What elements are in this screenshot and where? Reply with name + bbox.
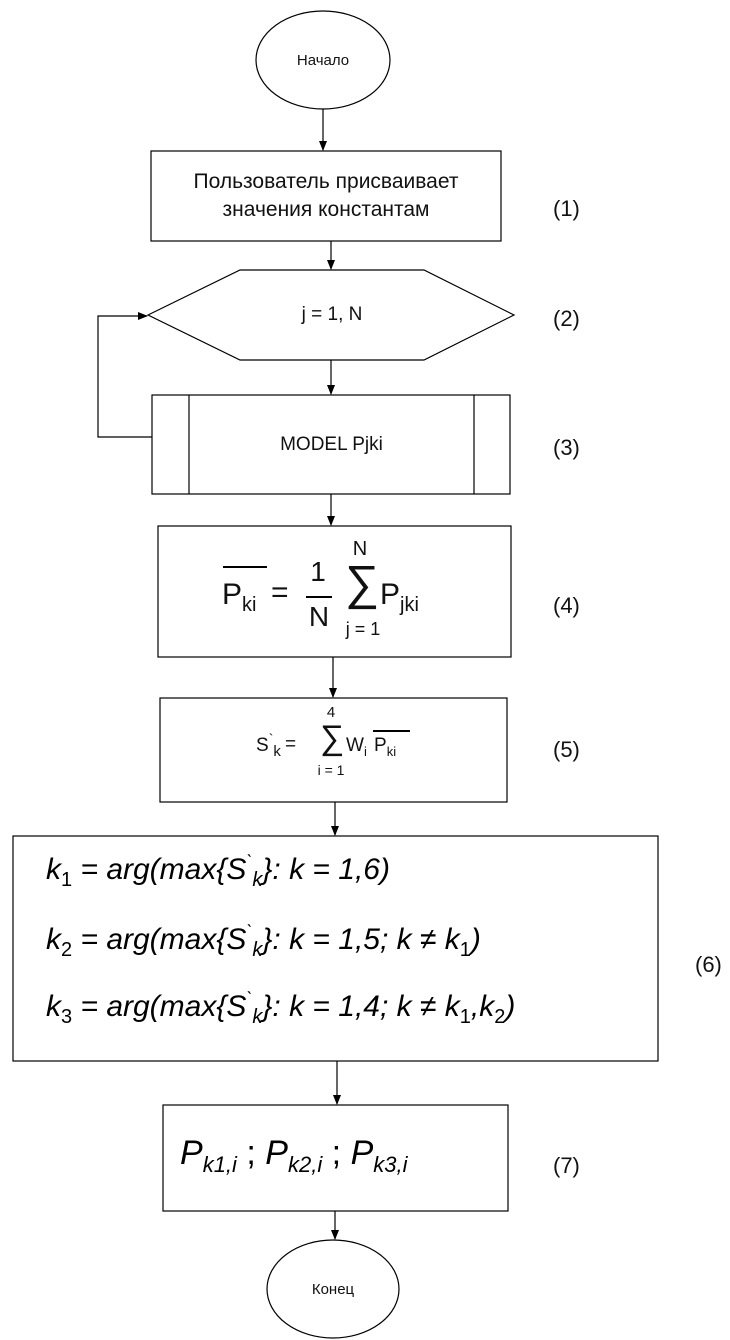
step3-subprocess-box — [151, 394, 511, 495]
step4-numerator: 1 — [310, 556, 326, 587]
step6-line3: k3 = arg(max{S`k}: k = 1,4; k ≠ k1,k2) — [46, 989, 516, 1028]
step5-k: k — [273, 742, 281, 760]
step6-process-box — [12, 835, 659, 1062]
step4-process-box — [157, 525, 512, 658]
step5-p: P — [374, 735, 387, 756]
step4-jki: jki — [400, 594, 419, 616]
step4-fraction-bar — [306, 596, 332, 598]
step4-sum-top: N — [352, 538, 368, 560]
step5-prime: ` — [268, 730, 274, 747]
step4-sum-bottom: j = 1 — [345, 619, 381, 639]
start-label: Начало — [296, 51, 350, 69]
step5-process-box — [159, 697, 508, 803]
step1-line1: Пользователь присваивает — [193, 170, 459, 193]
step6-line1: k1 = arg(max{S`k}: k = 1,6) — [46, 852, 390, 891]
end-terminator — [266, 1239, 400, 1339]
step5-i: i — [363, 743, 367, 759]
step5-formula: S`k = 4 ∑ i = 1 Wi Pki — [160, 698, 507, 802]
step7-number: (7) — [553, 1153, 580, 1178]
step5-sum-top: 4 — [326, 704, 336, 721]
step1-line2: значения константам — [222, 198, 430, 221]
step5-ki: ki — [386, 743, 397, 759]
step6-number: (6) — [695, 952, 722, 977]
connector-loop-back — [97, 312, 152, 438]
step7-process-box — [162, 1104, 509, 1212]
step5-sigma: ∑ — [320, 719, 345, 757]
step2-text: j = 1, N — [301, 304, 363, 325]
step1-text: Пользователь присваивает значения конста… — [151, 151, 501, 241]
step4-number: (4) — [553, 593, 580, 618]
step1-process-box — [150, 150, 502, 242]
step4-p2: P — [380, 578, 401, 611]
step5-w: W — [346, 735, 364, 756]
step2-number: (2) — [553, 306, 580, 331]
step4-formula: Pki = 1 N N ∑ j = 1 Pjki — [158, 526, 511, 657]
step4-ki: ki — [242, 594, 257, 616]
step3-number: (3) — [553, 435, 580, 460]
step5-sum-bottom: i = 1 — [317, 762, 345, 778]
step4-denominator: N — [308, 601, 330, 632]
step3-text: MODEL Pjki — [280, 434, 383, 455]
step5-s: S — [256, 735, 269, 756]
step2-loop-hexagon — [146, 269, 516, 361]
step6-line2: k2 = arg(max{S`k}: k = 1,5; k ≠ k1) — [46, 922, 481, 961]
step4-pki-bar — [223, 566, 267, 568]
step5-pki-bar — [373, 730, 410, 732]
end-label: Конец — [311, 1280, 355, 1298]
step5-equals: = — [285, 734, 297, 755]
step4-sigma: ∑ — [345, 557, 380, 610]
step1-number: (1) — [553, 196, 580, 221]
step4-p: P — [222, 578, 243, 611]
step7-formula: Pk1,i ; Pk2,i ; Pk3,i — [180, 1134, 408, 1177]
step4-equals: = — [271, 576, 289, 609]
step5-number: (5) — [553, 737, 580, 762]
